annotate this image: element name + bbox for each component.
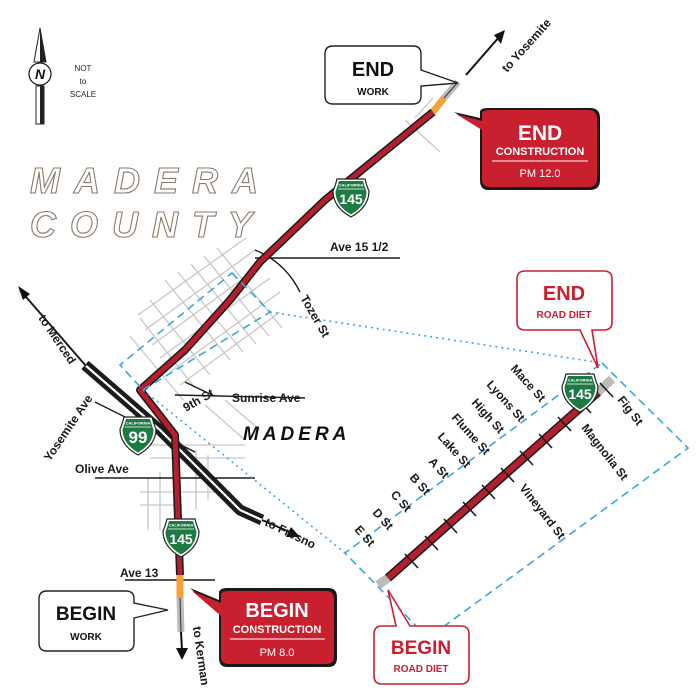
svg-text:CONSTRUCTION: CONSTRUCTION	[496, 146, 585, 158]
inset-street-labels-right: Fig St Magnolia St Vineyard St	[517, 393, 647, 541]
inset-area-outline	[118, 271, 272, 392]
street-yosemite-ave: Yosemite Ave	[41, 392, 96, 464]
svg-text:145: 145	[169, 531, 193, 547]
svg-text:CALIFORNIA: CALIFORNIA	[339, 183, 364, 188]
street-ave-13: Ave 13	[120, 566, 159, 580]
svg-text:CONSTRUCTION: CONSTRUCTION	[233, 624, 322, 636]
sr99-shield: CALIFORNIA 99	[119, 416, 157, 456]
county-name-line2: COUNTY	[30, 204, 266, 245]
north-arrow: N	[28, 27, 52, 125]
svg-text:CALIFORNIA: CALIFORNIA	[126, 421, 151, 426]
svg-text:END: END	[352, 59, 394, 81]
svg-text:WORK: WORK	[70, 632, 102, 643]
callout-begin-road-diet: BEGIN ROAD DIET	[373, 589, 470, 685]
street-sunrise: Sunrise Ave	[232, 391, 301, 405]
dest-fresno: to Fresno	[263, 515, 318, 552]
street-olive: Olive Ave	[75, 462, 129, 476]
street-ave-15-half: Ave 15 1/2	[330, 240, 389, 254]
arrow-merced-icon	[18, 286, 30, 300]
svg-text:ROAD DIET: ROAD DIET	[394, 664, 449, 675]
sunrise-road	[174, 394, 306, 399]
inset-street-label: C St	[388, 488, 414, 515]
arrow-yosemite-icon	[494, 30, 505, 44]
svg-text:BEGIN: BEGIN	[391, 638, 451, 659]
dest-merced: to Merced	[36, 312, 79, 367]
svg-text:WORK: WORK	[357, 87, 389, 98]
dest-yosemite: to Yosemite	[499, 16, 554, 75]
svg-text:END: END	[543, 283, 585, 305]
svg-text:SCALE: SCALE	[70, 90, 96, 99]
sr145-route	[136, 30, 505, 660]
inset-leader-lines	[142, 311, 603, 554]
callout-begin-construction: BEGIN CONSTRUCTION PM 8.0	[190, 588, 337, 667]
svg-text:99: 99	[129, 428, 148, 447]
arrow-fresno-icon	[286, 527, 300, 537]
svg-text:NOT: NOT	[75, 64, 92, 73]
scale-note: NOT to SCALE	[70, 64, 96, 99]
north-compass-icon	[28, 62, 52, 86]
inset-street-label: D St	[370, 506, 396, 533]
callout-end-construction: END CONSTRUCTION PM 12.0	[454, 108, 600, 190]
dest-kerman: to Kerman	[190, 625, 212, 686]
sr145-shield-north: CALIFORNIA 145	[332, 178, 370, 218]
callout-end-work: END WORK	[324, 45, 459, 105]
tozer-road	[254, 249, 301, 293]
inset-street-label: Magnolia St	[579, 421, 631, 483]
inset-street-label: B St	[407, 471, 433, 498]
sr145-shield-south: CALIFORNIA 145	[162, 518, 200, 558]
svg-text:BEGIN: BEGIN	[56, 604, 116, 625]
svg-text:BEGIN: BEGIN	[245, 600, 308, 622]
svg-text:PM 8.0: PM 8.0	[260, 647, 295, 659]
city-street-grid	[129, 97, 441, 530]
svg-text:END: END	[518, 122, 562, 145]
sr145-shield-inset: CALIFORNIA 145	[561, 373, 599, 413]
svg-text:ROAD DIET: ROAD DIET	[537, 310, 592, 321]
svg-text:N: N	[35, 66, 46, 82]
svg-text:PM 12.0: PM 12.0	[520, 168, 561, 180]
svg-text:145: 145	[339, 191, 363, 207]
city-label: MADERA	[243, 424, 350, 445]
ninth-road	[184, 381, 213, 396]
sr99-freeway	[18, 286, 300, 537]
arrow-kerman-icon	[176, 648, 188, 660]
svg-text:CALIFORNIA: CALIFORNIA	[169, 523, 194, 528]
callout-end-road-diet: END ROAD DIET	[516, 270, 613, 369]
inset-street-label: Vineyard St	[517, 481, 569, 541]
county-name-line1: MADERA	[30, 160, 272, 201]
svg-text:CALIFORNIA: CALIFORNIA	[568, 378, 593, 383]
street-tozer: Tozer St	[297, 293, 332, 340]
inset-street-label: Fig St	[615, 393, 647, 428]
svg-text:145: 145	[568, 386, 592, 402]
county-label: MADERA COUNTY	[29, 159, 272, 245]
svg-text:to: to	[80, 77, 87, 86]
callout-begin-work: BEGIN WORK	[38, 590, 169, 652]
